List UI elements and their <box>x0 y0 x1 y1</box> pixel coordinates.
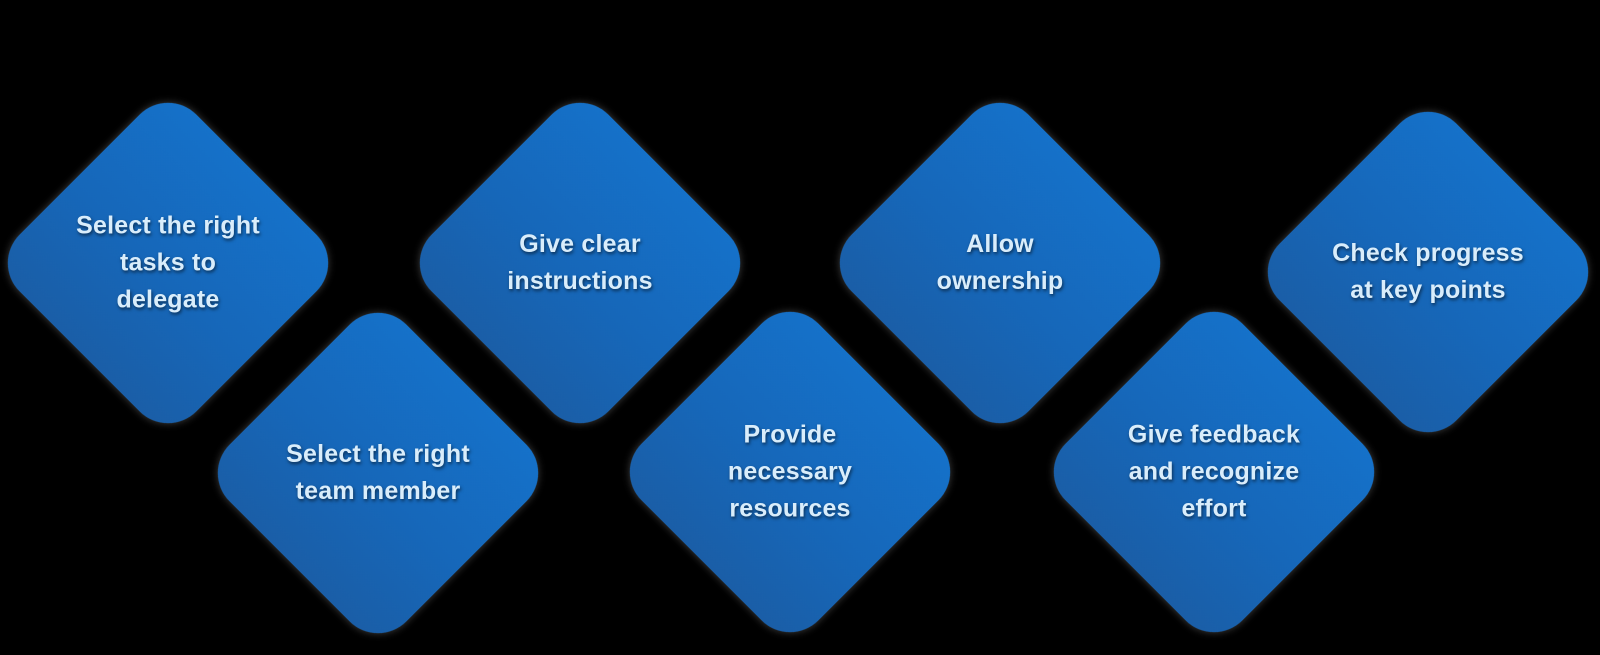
label-line: Check progress <box>1332 239 1524 267</box>
label-line: Select the right <box>76 211 260 240</box>
label-line: tasks to <box>119 248 217 277</box>
diamond-label: Give clear instructions <box>430 226 730 300</box>
diamond-label: Give feedback and recognize effort <box>1064 417 1364 528</box>
label-line: Give clear <box>519 230 641 258</box>
diamond-label: Select the right team member <box>228 436 528 510</box>
label-line: necessary <box>727 457 853 486</box>
label-line: instructions <box>507 267 653 295</box>
label-line: ownership <box>936 267 1064 295</box>
label-line: team member <box>295 477 461 505</box>
label-line: and recognize <box>1128 457 1300 486</box>
label-line: Give feedback <box>1127 420 1301 449</box>
diamond-label: Check progress at key points <box>1278 235 1578 309</box>
label-line: at key points <box>1350 276 1506 304</box>
diamond-label: Allow ownership <box>850 226 1150 300</box>
label-line: Select the right <box>286 440 470 468</box>
label-line: Allow <box>966 230 1034 258</box>
label-line: Provide <box>743 420 837 449</box>
label-line: effort <box>1181 494 1247 523</box>
diamond-label: Provide necessary resources <box>640 417 940 528</box>
label-line: delegate <box>116 285 220 314</box>
label-line: resources <box>729 494 851 523</box>
diamond-label: Select the right tasks to delegate <box>18 208 318 319</box>
